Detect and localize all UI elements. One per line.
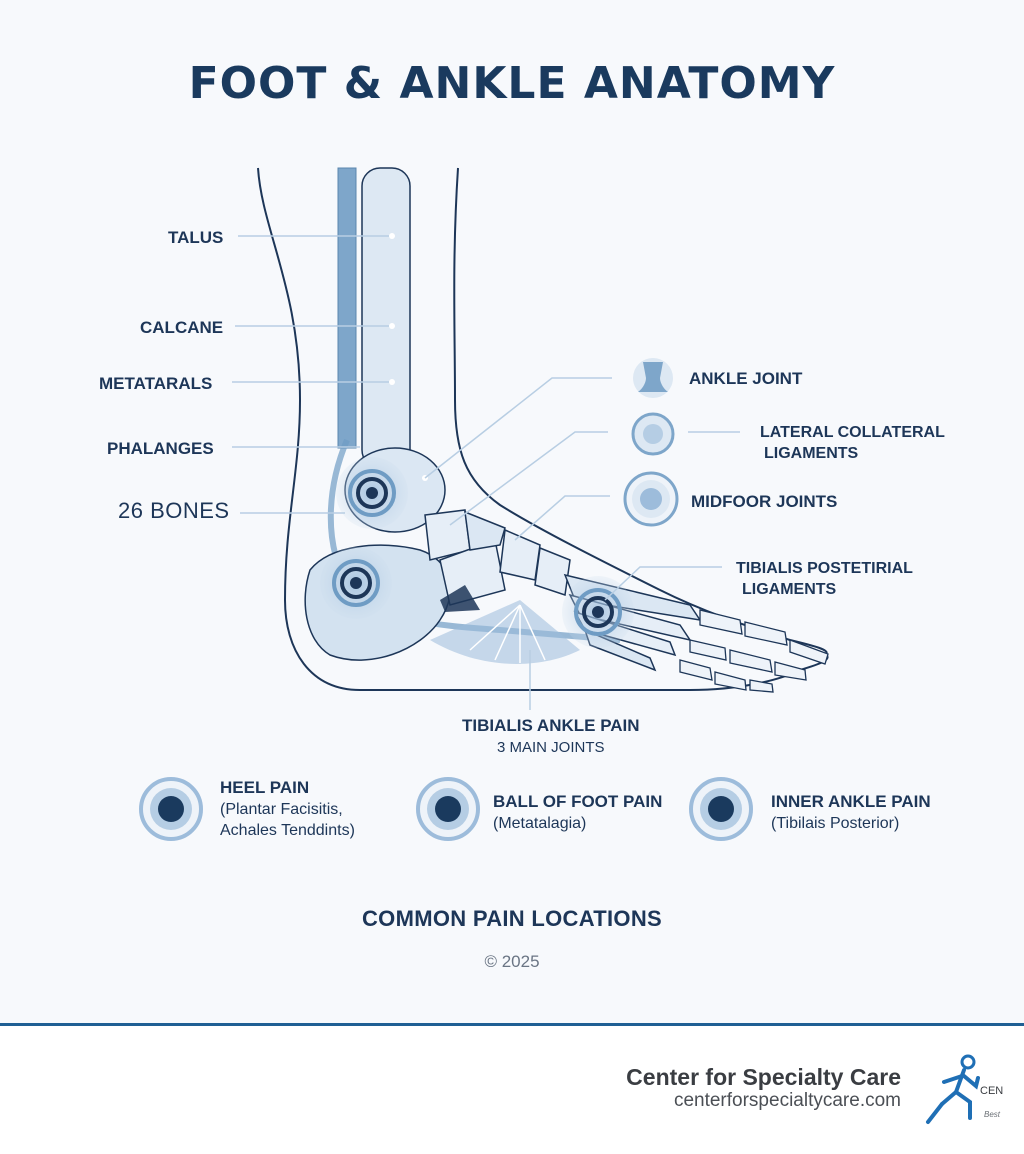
heel-pain-icon: [139, 777, 203, 841]
pain-desc-heel-line2: Achales Tenddints): [220, 822, 355, 839]
footer-brand: Center for Specialty Care: [626, 1064, 901, 1090]
fibula-bone: [337, 167, 357, 449]
label-tibialis-line2: LIGAMENTS: [742, 581, 837, 598]
heel-joint-marker: [320, 547, 392, 619]
tibia-bone: [361, 167, 411, 469]
pain-desc-ball-of-foot: (Metatalagia): [493, 815, 587, 832]
ankle-joint-marker: [336, 457, 408, 529]
ligament-icon: [631, 412, 675, 456]
phalanx-bone: [714, 671, 747, 691]
midfoot-joint-marker: [562, 576, 634, 648]
label-tibialis-line1: TIBIALIS POSTETIRIAL: [736, 560, 913, 577]
label-lateral-line1: LATERAL COLLATERAL: [760, 424, 945, 441]
leader-line: [514, 495, 610, 541]
inner-ankle-pain-icon: [689, 777, 753, 841]
phalanx-bone: [744, 621, 788, 646]
phalanx-bone: [729, 649, 773, 673]
ball-of-foot-pain-icon: [416, 777, 480, 841]
pain-title-inner-ankle: INNER ANKLE PAIN: [771, 792, 931, 811]
leader-line: [604, 566, 722, 601]
label-phalanges: PHALANGES: [107, 439, 214, 458]
label-calcane: CALCANE: [140, 318, 224, 337]
label-tibialis-ankle-pain: TIBIALIS ANKLE PAIN: [462, 716, 640, 735]
phalanx-bone: [789, 639, 829, 665]
midfoot-icon: [623, 471, 679, 527]
copyright: © 2025: [484, 952, 540, 971]
cuneiform-bone: [499, 528, 541, 581]
phalanx-bone: [774, 661, 807, 681]
pain-title-ball-of-foot: BALL OF FOOT PAIN: [493, 792, 663, 811]
phalanx-bone: [689, 639, 727, 661]
pain-desc-heel-line1: (Plantar Facisitis,: [220, 801, 343, 818]
plantar-fascia-fan: [430, 600, 580, 664]
leader-line: [424, 377, 612, 479]
runner-logo-icon: [926, 1054, 980, 1124]
footer-url[interactable]: centerforspecialtycare.com: [673, 1090, 901, 1111]
phalanx-bone: [749, 679, 774, 693]
label-metatarals: METATARALS: [99, 374, 213, 393]
section-title: COMMON PAIN LOCATIONS: [361, 906, 663, 931]
pain-title-heel: HEEL PAIN: [220, 778, 310, 797]
label-26-bones: 26 BONES: [118, 498, 230, 523]
cuneiform-bone: [464, 510, 506, 551]
leader-line: [449, 431, 608, 526]
tarsal-shadow: [440, 585, 480, 612]
label-ankle-joint: ANKLE JOINT: [689, 369, 803, 388]
label-3-main-joints: 3 MAIN JOINTS: [497, 739, 605, 756]
phalanx-bone: [679, 659, 713, 681]
label-talus: TALUS: [168, 228, 224, 247]
logo-text: CEN: [980, 1085, 1004, 1097]
pain-desc-inner-ankle: (Tibilais Posterior): [771, 815, 900, 832]
page-title: FOOT & ANKLE ANATOMY: [188, 58, 836, 109]
label-midfoot-joints: MIDFOOR JOINTS: [691, 492, 838, 511]
footer: [0, 1026, 1024, 1154]
label-lateral-collateral: LATERAL COLLATERAL LIGAMENTS: [760, 422, 945, 464]
cuneiform-bone: [534, 546, 571, 596]
phalanx-bone: [699, 609, 743, 635]
ankle-joint-icon: [633, 358, 673, 398]
footer-divider: [0, 1023, 1024, 1026]
label-lateral-line2: LIGAMENTS: [764, 445, 859, 462]
label-tibialis-posterior: TIBIALIS POSTETIRIAL LIGAMENTS: [736, 558, 913, 600]
logo-tagline: Best: [984, 1110, 1001, 1119]
